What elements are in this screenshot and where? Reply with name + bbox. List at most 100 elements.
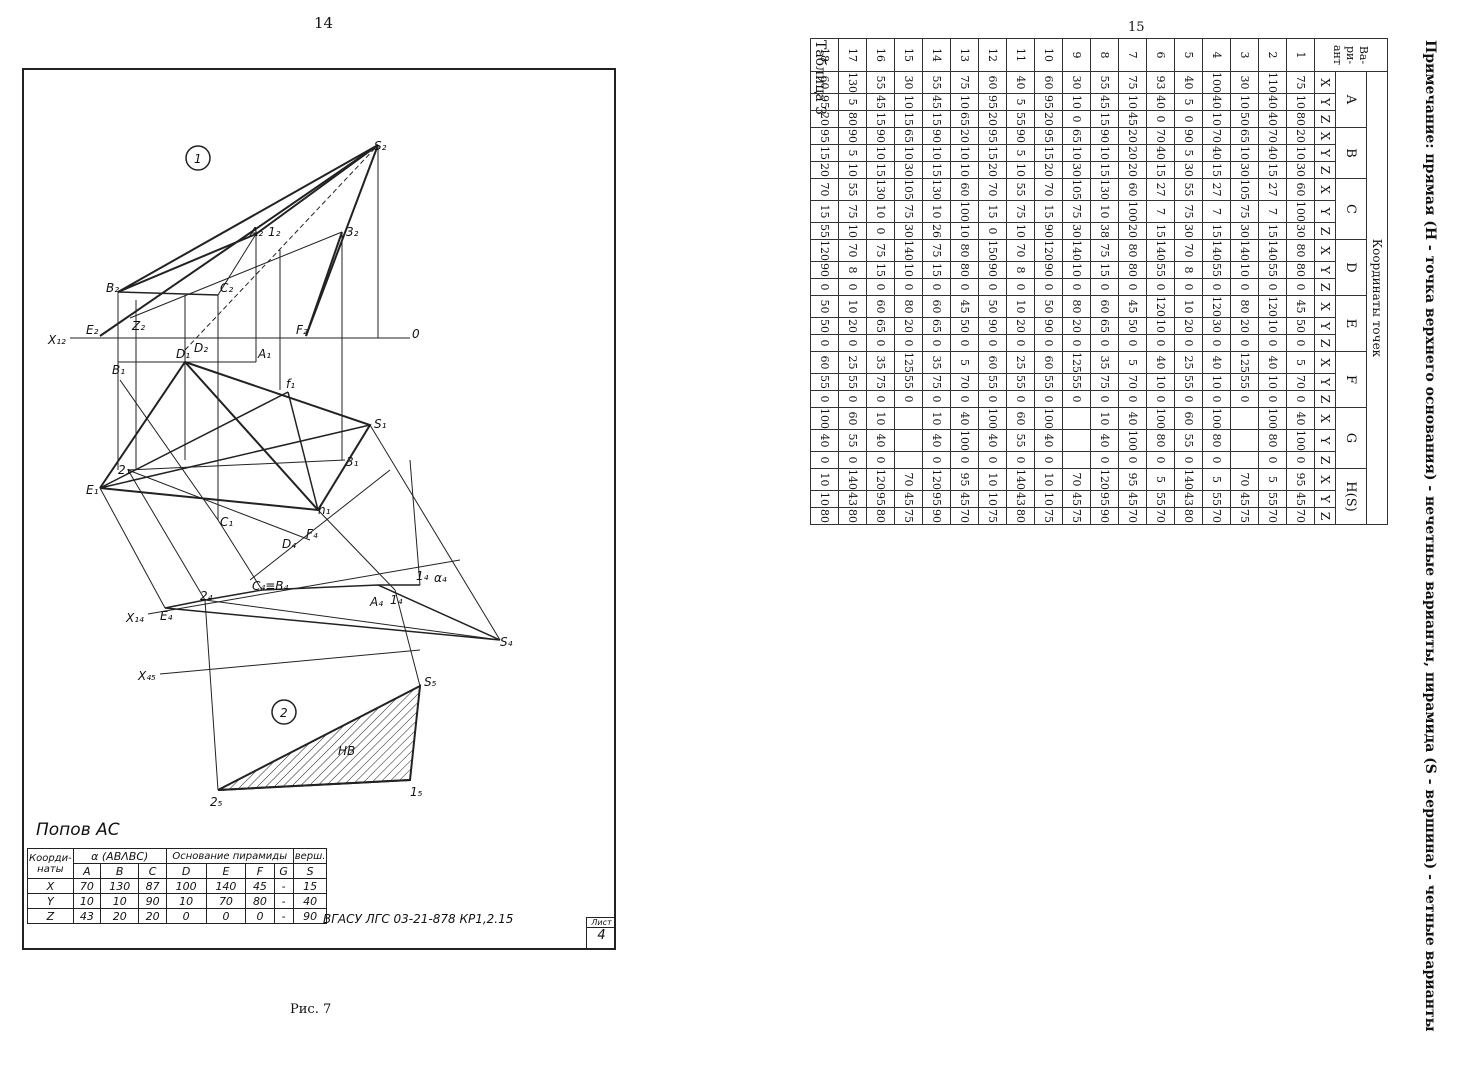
value-cell: 75 bbox=[950, 71, 979, 94]
value-cell: 70 bbox=[978, 178, 1007, 201]
value-cell: 15 bbox=[1034, 144, 1063, 162]
value-cell: 5 bbox=[950, 351, 979, 374]
value-cell: 90 bbox=[922, 507, 951, 525]
stamp-col: S bbox=[292, 863, 328, 879]
value-cell: 75 bbox=[1286, 71, 1315, 94]
value-cell: 0 bbox=[1258, 390, 1287, 408]
axis-header: Z bbox=[1314, 222, 1336, 240]
value-cell: 0 bbox=[1062, 390, 1091, 408]
value-cell: 70 bbox=[1146, 507, 1175, 525]
value-cell: 50 bbox=[1118, 317, 1147, 335]
value-cell: 27 bbox=[1258, 178, 1287, 201]
value-cell: 55 bbox=[978, 373, 1007, 391]
value-cell: 0 bbox=[866, 390, 895, 408]
value-cell: 5 bbox=[1174, 93, 1203, 111]
front-view-outline bbox=[117, 144, 379, 293]
value-cell: 10 bbox=[1034, 490, 1063, 508]
sheet-label: Лист bbox=[587, 918, 616, 928]
label-c2: C₂ bbox=[220, 281, 233, 295]
value-cell: 20 bbox=[1034, 161, 1063, 179]
axis-header: X bbox=[1314, 239, 1336, 262]
value-cell bbox=[894, 429, 923, 452]
value-cell: 10 bbox=[922, 407, 951, 430]
value-cell: 100 bbox=[1118, 429, 1147, 452]
value-cell: 40 bbox=[1034, 429, 1063, 452]
value-cell: 0 bbox=[978, 278, 1007, 296]
value-cell: 95 bbox=[1034, 127, 1063, 145]
value-cell: 0 bbox=[1202, 451, 1231, 469]
value-cell: 60 bbox=[866, 295, 895, 318]
value-cell: 50 bbox=[810, 317, 839, 335]
value-cell: 15 bbox=[866, 161, 895, 179]
value-cell: 0 bbox=[1090, 390, 1119, 408]
value-cell: 0 bbox=[1202, 334, 1231, 352]
variant-cell: 11 bbox=[1006, 38, 1035, 72]
value-cell: 45 bbox=[1118, 295, 1147, 318]
variant-cell: 13 bbox=[950, 38, 979, 72]
value-cell: 45 bbox=[1286, 490, 1315, 508]
value-cell: 0 bbox=[894, 278, 923, 296]
drawing-frame bbox=[22, 68, 616, 950]
label-c1: C₁ bbox=[220, 515, 233, 529]
value-cell: 65 bbox=[1230, 127, 1259, 145]
value-cell: 70 bbox=[1034, 178, 1063, 201]
proj-s bbox=[369, 424, 501, 641]
value-cell: 45 bbox=[866, 93, 895, 111]
value-cell: 90 bbox=[866, 127, 895, 145]
point-header: E bbox=[1335, 295, 1367, 352]
value-cell: 10 bbox=[1286, 144, 1315, 162]
value-cell: 120 bbox=[1146, 295, 1175, 318]
value-cell: 75 bbox=[1230, 507, 1259, 525]
value-cell: 90 bbox=[1006, 127, 1035, 145]
label-a1: A₁ bbox=[257, 347, 271, 361]
value-cell: 75 bbox=[866, 373, 895, 391]
value-cell: 15 bbox=[1258, 222, 1287, 240]
value-cell: 140 bbox=[1230, 239, 1259, 262]
value-cell: 55 bbox=[922, 71, 951, 94]
value-cell: 10 bbox=[950, 161, 979, 179]
value-cell: 45 bbox=[1286, 295, 1315, 318]
plan-outline bbox=[99, 360, 372, 512]
axis-header: X bbox=[1314, 71, 1336, 94]
axis-header: X bbox=[1314, 295, 1336, 318]
value-cell: 40 bbox=[1146, 351, 1175, 374]
label-d2: D₂ bbox=[194, 341, 208, 355]
axis-header: X bbox=[1314, 351, 1336, 374]
value-cell: 80 bbox=[950, 261, 979, 279]
value-cell: 20 bbox=[978, 110, 1007, 128]
value-cell: 50 bbox=[1230, 110, 1259, 128]
value-cell: 55 bbox=[1006, 373, 1035, 391]
value-cell: 95 bbox=[950, 468, 979, 491]
value-cell: 20 bbox=[1034, 110, 1063, 128]
point-header: D bbox=[1335, 239, 1367, 296]
value-cell: 0 bbox=[1230, 278, 1259, 296]
stamp-col: F bbox=[245, 863, 275, 879]
value-cell: 45 bbox=[1062, 490, 1091, 508]
value-cell: 40 bbox=[1174, 71, 1203, 94]
value-cell: 130 bbox=[922, 178, 951, 201]
value-cell: 80 bbox=[1174, 507, 1203, 525]
edge-b2-c2 bbox=[117, 291, 219, 296]
value-cell: 140 bbox=[1146, 239, 1175, 262]
value-cell: 10 bbox=[894, 144, 923, 162]
value-cell: 95 bbox=[810, 93, 839, 111]
value-cell: 80 bbox=[838, 507, 867, 525]
value-cell: 60 bbox=[1034, 351, 1063, 374]
value-cell: 90 bbox=[1034, 261, 1063, 279]
value-cell: 40 bbox=[1146, 144, 1175, 162]
value-cell: 20 bbox=[1118, 127, 1147, 145]
value-cell: 75 bbox=[866, 239, 895, 262]
value-cell: 55 bbox=[1230, 373, 1259, 391]
value-cell: 40 bbox=[950, 407, 979, 430]
value-cell: 105 bbox=[1062, 178, 1091, 201]
label-31: 3₁ bbox=[346, 455, 359, 469]
value-cell: 10 bbox=[950, 144, 979, 162]
value-cell: 90 bbox=[810, 261, 839, 279]
variant-cell: 3 bbox=[1230, 38, 1259, 72]
value-cell: 10 bbox=[1146, 373, 1175, 391]
value-cell: 10 bbox=[866, 200, 895, 223]
